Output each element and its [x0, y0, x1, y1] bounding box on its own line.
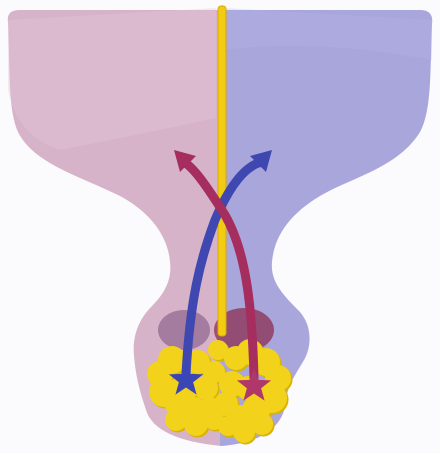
cluster-lobe	[208, 340, 228, 360]
cluster-lobe	[204, 410, 224, 430]
cluster-lobe	[165, 409, 187, 431]
midline	[218, 6, 226, 336]
cluster-lobe	[203, 361, 225, 383]
midline-bar	[218, 6, 226, 336]
